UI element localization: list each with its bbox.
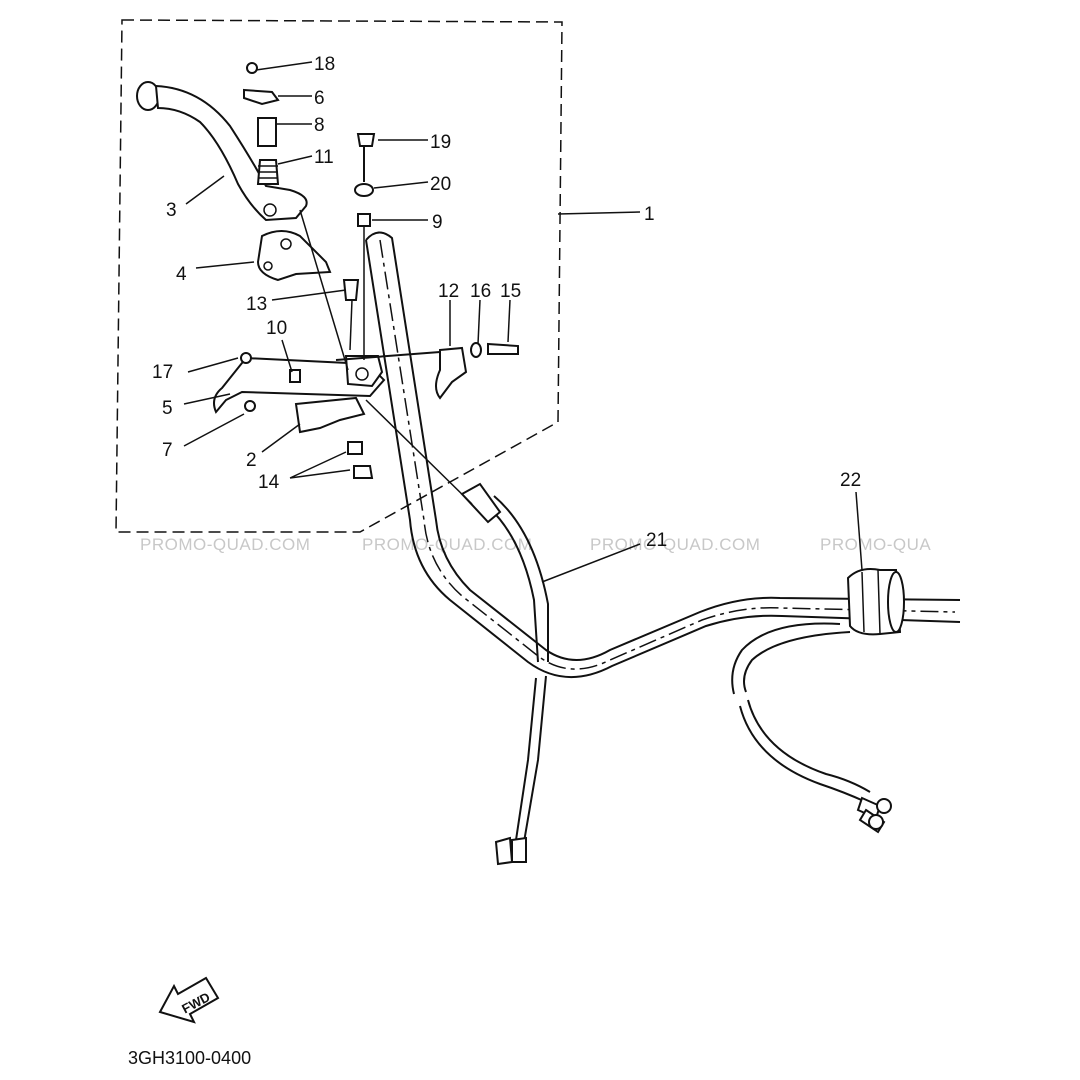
part-label-4: 4 xyxy=(176,264,187,285)
part-label-20: 20 xyxy=(430,174,451,195)
part-label-10: 10 xyxy=(266,318,287,339)
right-grip-switch xyxy=(846,568,905,636)
part-label-15: 15 xyxy=(500,281,521,302)
part-label-17: 17 xyxy=(152,362,173,383)
fwd-arrow-icon: FWD xyxy=(158,976,220,1024)
part-label-22: 22 xyxy=(840,470,861,491)
part-label-2: 2 xyxy=(246,450,257,471)
watermark: PROMO-QUAD.COM xyxy=(362,535,532,554)
leader-lines xyxy=(183,61,863,583)
part-label-13: 13 xyxy=(246,294,267,315)
assembly-boundary xyxy=(115,19,563,533)
part-label-21: 21 xyxy=(646,530,667,551)
diagram-code: 3GH3100-0400 xyxy=(128,1048,251,1068)
part-label-18: 18 xyxy=(314,54,335,75)
part-label-12: 12 xyxy=(438,281,459,302)
handlebar xyxy=(365,231,961,678)
part-label-6: 6 xyxy=(314,88,325,109)
watermark: PROMO-QUAD.COM xyxy=(140,535,310,554)
part-label-11: 11 xyxy=(314,147,334,168)
part-label-3: 3 xyxy=(166,200,177,221)
watermark: PROMO-QUAD.COM xyxy=(590,535,760,554)
small-parts xyxy=(243,62,376,301)
part-label-14: 14 xyxy=(258,472,280,493)
right-switch-wire xyxy=(731,622,892,834)
lever-bracket xyxy=(256,230,332,282)
part-label-16: 16 xyxy=(470,281,491,302)
part-label-1: 1 xyxy=(644,204,655,225)
lever-holder-assembly xyxy=(213,342,519,479)
part-label-5: 5 xyxy=(162,398,173,419)
part-label-9: 9 xyxy=(432,212,443,233)
part-label-8: 8 xyxy=(314,115,325,136)
clutch-switch-cable xyxy=(460,482,549,866)
clutch-lever xyxy=(136,81,308,222)
assembly-guide-lines xyxy=(299,209,473,505)
part-label-7: 7 xyxy=(162,440,173,461)
part-label-19: 19 xyxy=(430,132,451,153)
watermark: PROMO-QUA xyxy=(820,535,931,554)
